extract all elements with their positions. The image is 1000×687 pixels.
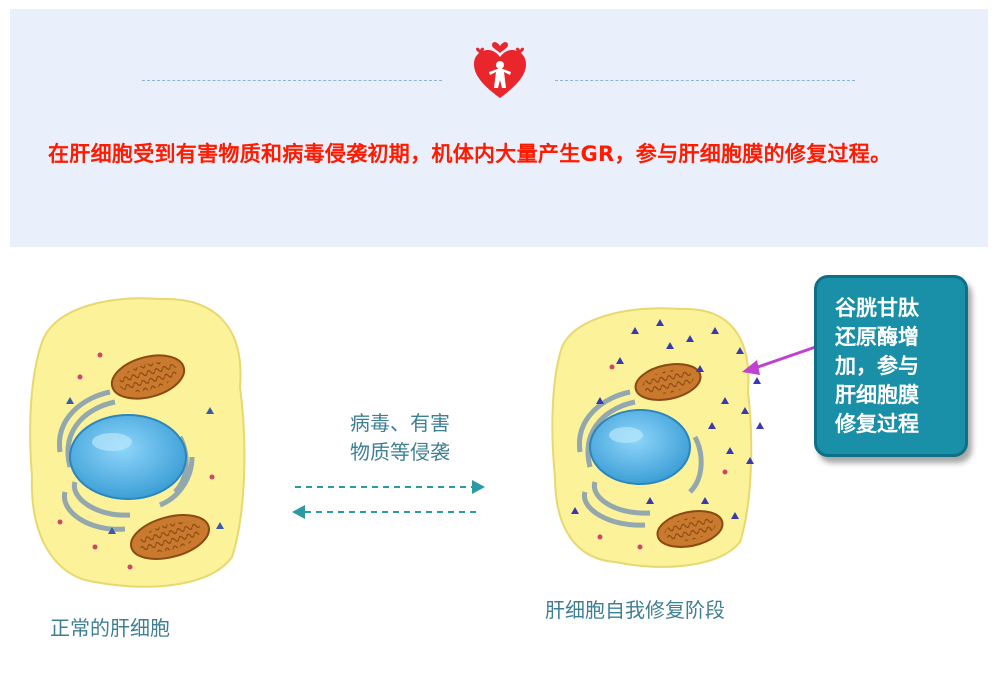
cell-diagram-graphic (29, 297, 831, 588)
callout-line3: 加，参与 (835, 354, 919, 378)
normal-liver-cell (29, 297, 246, 588)
left-divider (142, 80, 442, 81)
arrow-label-line2: 物质等侵袭 (350, 440, 450, 464)
repairing-liver-cell (551, 307, 764, 568)
callout-line2: 还原酶增 (835, 325, 919, 349)
cell-diagram: 病毒、有害 物质等侵袭 谷胱甘肽 还原酶增 加，参与 肝细胞膜 修复过程 正常的… (0, 247, 1000, 687)
gr-callout-box: 谷胱甘肽 还原酶增 加，参与 肝细胞膜 修复过程 (814, 275, 968, 457)
callout-line5: 修复过程 (835, 412, 919, 436)
left-cell-caption: 正常的肝细胞 (50, 616, 170, 640)
heart-family-icon (474, 42, 526, 98)
bidirectional-arrows (292, 480, 485, 519)
right-cell-caption: 肝细胞自我修复阶段 (545, 598, 725, 622)
callout-line1: 谷胱甘肽 (835, 296, 919, 320)
arrow-label: 病毒、有害 物质等侵袭 (300, 409, 500, 467)
banner-text: 在肝细胞受到有害物质和病毒侵袭初期，机体内大量产生GR，参与肝细胞膜的修复过程。 (48, 142, 892, 166)
right-divider (555, 80, 855, 81)
callout-line4: 肝细胞膜 (835, 383, 919, 407)
arrow-label-line1: 病毒、有害 (350, 411, 450, 435)
